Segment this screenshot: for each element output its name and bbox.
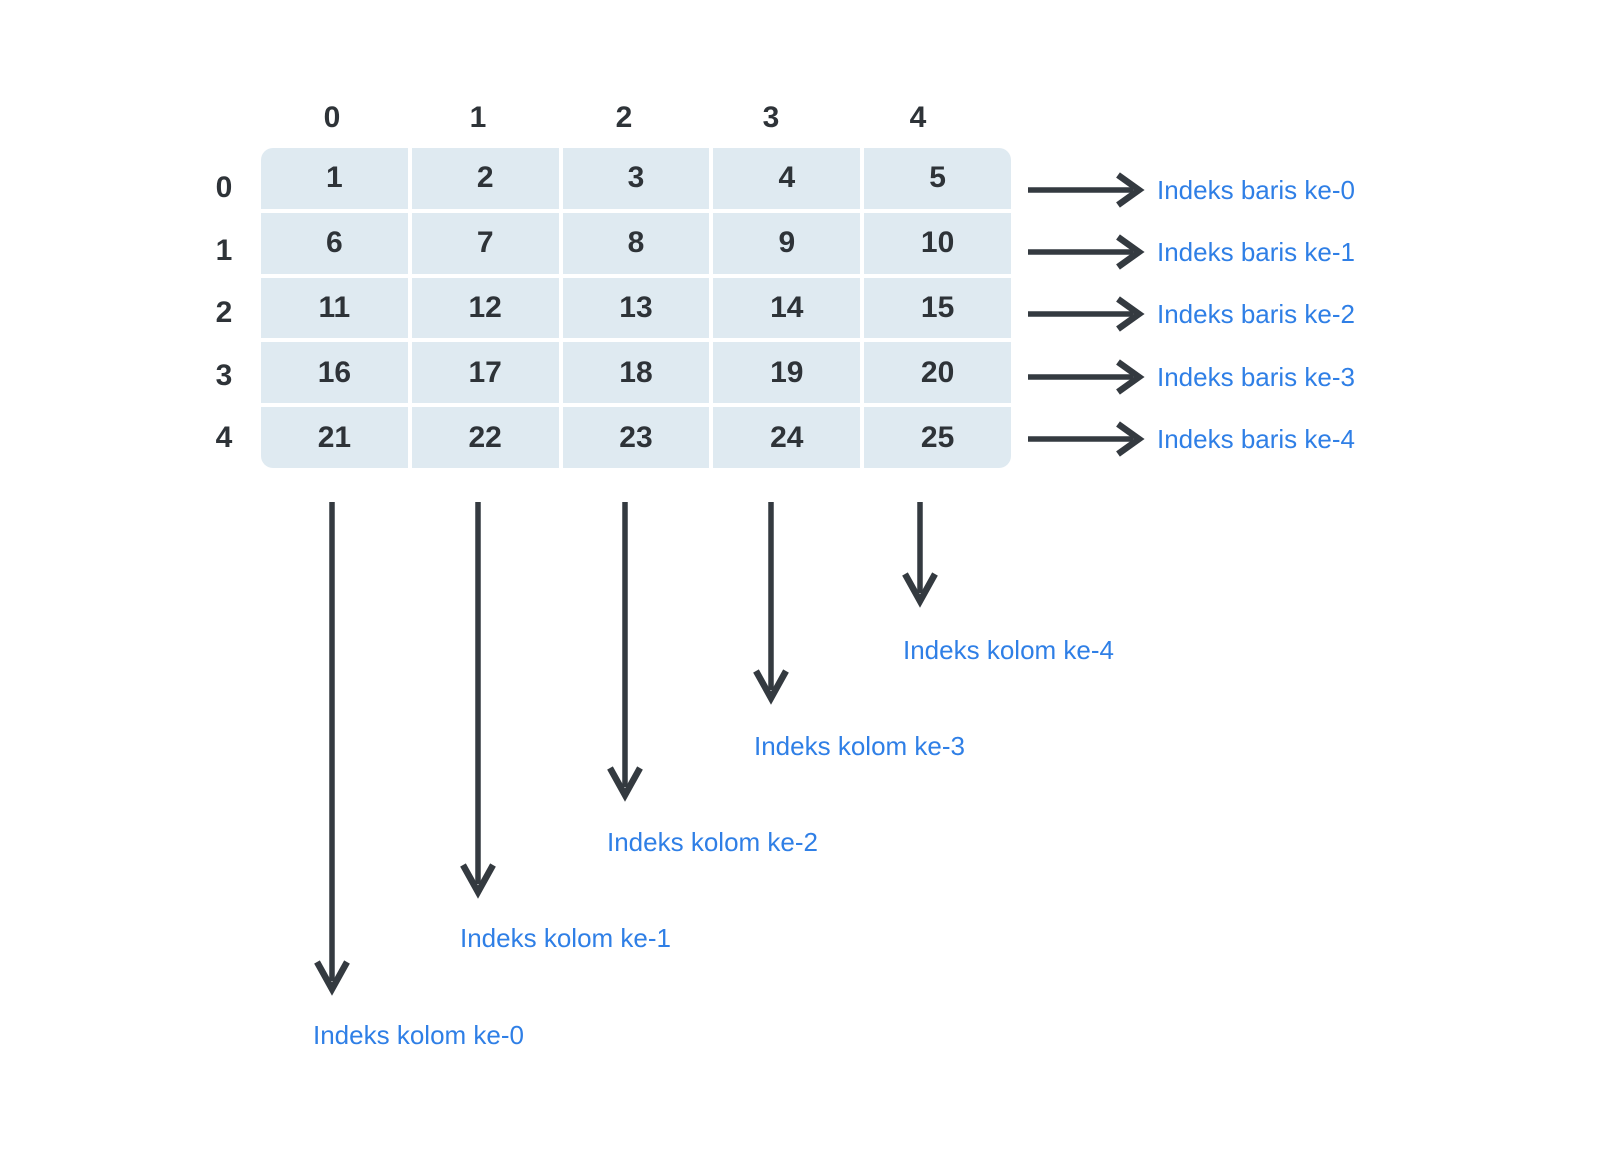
column-arrow-1-icon — [460, 502, 496, 899]
matrix-cell-4-1: 22 — [411, 407, 559, 468]
matrix-cell-1-0: 6 — [261, 212, 408, 274]
column-arrow-2-icon — [607, 502, 643, 802]
column-header-3: 3 — [762, 101, 780, 134]
matrix-cell-1-1: 7 — [411, 212, 559, 274]
matrix-cell-3-1: 17 — [411, 342, 559, 404]
row-arrow-1-icon — [1028, 234, 1145, 270]
column-annotation-3: Indeks kolom ke-3 — [754, 731, 965, 761]
row-annotation-0: Indeks baris ke-0 — [1157, 175, 1355, 205]
matrix-cell-2-4: 15 — [864, 277, 1011, 339]
matrix-cell-0-3: 4 — [713, 148, 861, 209]
matrix-cell-2-3: 14 — [713, 277, 861, 339]
row-annotation-1: Indeks baris ke-1 — [1157, 237, 1355, 267]
matrix-grid: 1 2 3 4 5 6 7 8 9 10 11 12 13 14 15 16 1… — [261, 148, 1011, 468]
matrix-cell-1-4: 10 — [864, 212, 1011, 274]
column-header-1: 1 — [469, 101, 487, 134]
column-annotation-1: Indeks kolom ke-1 — [460, 923, 671, 953]
column-header-0: 0 — [323, 101, 341, 134]
column-header-4: 4 — [909, 101, 927, 134]
column-header-2: 2 — [615, 101, 633, 134]
matrix-cell-3-4: 20 — [864, 342, 1011, 404]
row-header-2: 2 — [215, 296, 233, 329]
matrix-cell-4-2: 23 — [562, 407, 710, 468]
row-arrow-0-icon — [1028, 172, 1145, 208]
matrix-cell-4-3: 24 — [713, 407, 861, 468]
matrix-cell-3-2: 18 — [562, 342, 710, 404]
row-header-3: 3 — [215, 359, 233, 392]
matrix-cell-3-0: 16 — [261, 342, 408, 404]
matrix-cell-0-0: 1 — [261, 148, 408, 209]
matrix-cell-0-4: 5 — [864, 148, 1011, 209]
row-annotation-3: Indeks baris ke-3 — [1157, 362, 1355, 392]
column-arrow-0-icon — [314, 502, 350, 996]
matrix-cell-2-2: 13 — [562, 277, 710, 339]
row-arrow-4-icon — [1028, 421, 1145, 457]
matrix-cell-2-1: 12 — [411, 277, 559, 339]
matrix-cell-4-4: 25 — [864, 407, 1011, 468]
column-annotation-4: Indeks kolom ke-4 — [903, 635, 1114, 665]
row-header-4: 4 — [215, 421, 233, 454]
matrix-cell-2-0: 11 — [261, 277, 408, 339]
column-arrow-3-icon — [753, 502, 789, 705]
row-annotation-2: Indeks baris ke-2 — [1157, 299, 1355, 329]
column-annotation-0: Indeks kolom ke-0 — [313, 1020, 524, 1050]
row-arrow-3-icon — [1028, 359, 1145, 395]
row-arrow-2-icon — [1028, 296, 1145, 332]
row-header-0: 0 — [215, 171, 233, 204]
matrix-cell-0-1: 2 — [411, 148, 559, 209]
matrix-cell-3-3: 19 — [713, 342, 861, 404]
matrix-cell-0-2: 3 — [562, 148, 710, 209]
column-annotation-2: Indeks kolom ke-2 — [607, 827, 818, 857]
matrix-cell-1-2: 8 — [562, 212, 710, 274]
matrix-cell-4-0: 21 — [261, 407, 408, 468]
column-arrow-4-icon — [902, 502, 938, 608]
row-header-1: 1 — [215, 234, 233, 267]
row-annotation-4: Indeks baris ke-4 — [1157, 424, 1355, 454]
matrix-cell-1-3: 9 — [713, 212, 861, 274]
